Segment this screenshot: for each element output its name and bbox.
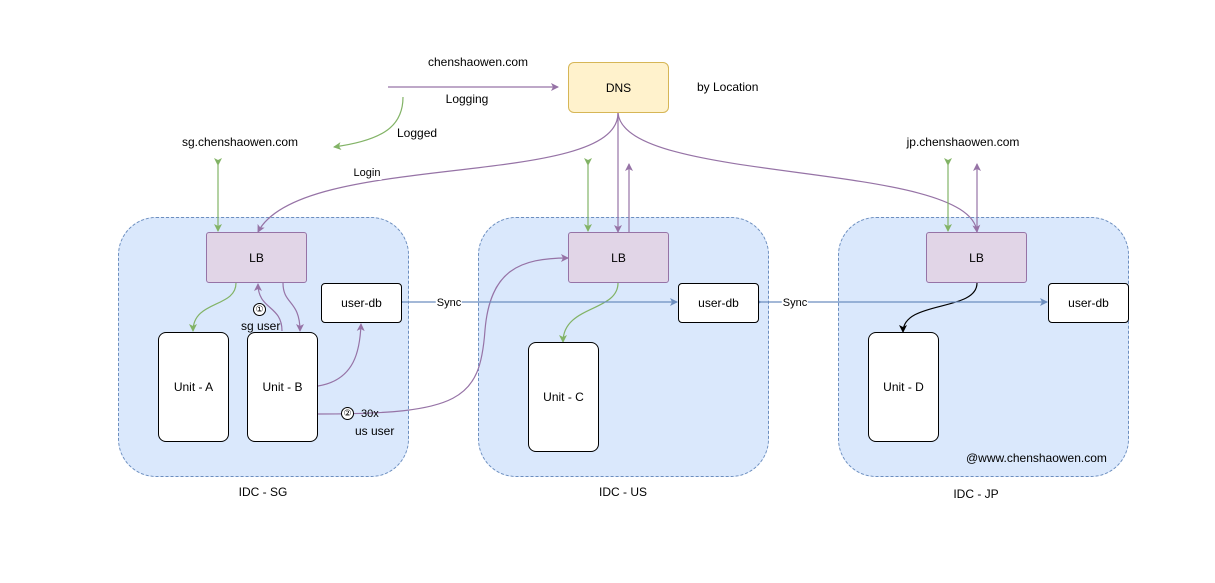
idc-us-title: IDC - US xyxy=(599,485,647,499)
jp-lb-node: LB xyxy=(926,232,1027,283)
us-lb-to-unit-c-arrow xyxy=(559,282,619,343)
unit-d-label: Unit - D xyxy=(883,380,924,394)
logged-arrow xyxy=(333,96,404,151)
us-user-db-label: user-db xyxy=(698,296,739,310)
redirect-label: 30x xyxy=(361,408,379,420)
unit-c-label: Unit - C xyxy=(543,390,584,404)
jp-domain-label: jp.chenshaowen.com xyxy=(906,135,1020,149)
unit-b-label: Unit - B xyxy=(262,380,303,394)
sync-label-sg-us: Sync xyxy=(435,296,463,310)
step-one-marker: ① xyxy=(253,303,266,316)
unit-b-node: Unit - B xyxy=(247,332,318,442)
step-two-marker: ② xyxy=(341,407,354,420)
unit-b-to-sg-db-arrow xyxy=(317,323,365,387)
idc-jp-title: IDC - JP xyxy=(953,487,999,501)
sync-label-us-jp: Sync xyxy=(781,296,809,310)
dns-domain-label: chenshaowen.com xyxy=(427,55,529,69)
us-lb-node: LB xyxy=(568,232,669,283)
jp-lb-to-unit-d-arrow xyxy=(899,282,978,333)
watermark-label: @www.chenshaowen.com xyxy=(966,451,1107,465)
login-label: Login xyxy=(352,166,382,180)
unit-b-to-us-lb-arrow xyxy=(317,254,569,415)
dns-to-jp-lb-arrow xyxy=(617,112,981,233)
us-user-label: us user xyxy=(355,424,395,438)
sg-lb-to-unit-a-arrow xyxy=(189,282,237,332)
dns-label: DNS xyxy=(605,80,632,95)
unit-a-node: Unit - A xyxy=(158,332,229,442)
dns-node: DNS xyxy=(568,62,669,113)
sg-user-db-node: user-db xyxy=(321,283,402,323)
sg-user-db-label: user-db xyxy=(341,296,382,310)
sg-user-label: sg user xyxy=(241,319,281,333)
unit-d-node: Unit - D xyxy=(868,332,939,442)
us-user-db-node: user-db xyxy=(678,283,759,323)
sg-lb-node: LB xyxy=(206,232,307,283)
us-lb-label: LB xyxy=(611,250,626,265)
jp-user-db-node: user-db xyxy=(1048,283,1129,323)
jp-lb-label: LB xyxy=(969,250,984,265)
unit-b-to-sg-lb-arrow xyxy=(254,283,283,332)
logging-label: Logging xyxy=(445,92,489,106)
sg-domain-label: sg.chenshaowen.com xyxy=(181,135,299,149)
unit-c-node: Unit - C xyxy=(528,342,599,452)
logged-label: Logged xyxy=(397,126,438,140)
idc-sg-title: IDC - SG xyxy=(238,485,288,499)
dns-strategy-label: by Location xyxy=(697,80,759,94)
login-arrow xyxy=(257,112,619,233)
jp-user-db-label: user-db xyxy=(1068,296,1109,310)
sg-lb-label: LB xyxy=(249,250,264,265)
sg-lb-to-unit-b-arrow xyxy=(282,282,304,332)
unit-a-label: Unit - A xyxy=(173,380,214,394)
